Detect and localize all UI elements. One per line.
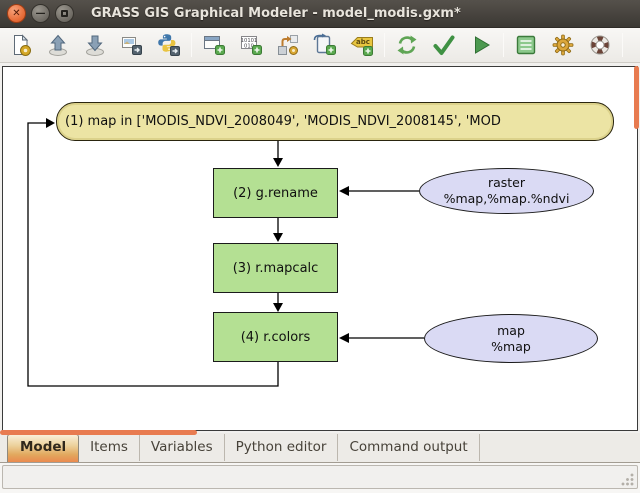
model-canvas[interactable]: (1) map in ['MODIS_NDVI_2008049', 'MODIS… xyxy=(2,66,638,431)
statusbar xyxy=(0,463,640,493)
toolbar-separator xyxy=(503,33,504,57)
horizontal-scrollbar-thumb[interactable] xyxy=(0,430,197,435)
add-comment-button[interactable]: abc xyxy=(349,32,375,59)
loop-node[interactable]: (1) map in ['MODIS_NDVI_2008049', 'MODIS… xyxy=(56,102,614,141)
add-command-icon xyxy=(204,36,225,55)
add-loop-icon xyxy=(313,33,336,55)
minimize-button[interactable]: — xyxy=(31,4,50,23)
load-model-icon xyxy=(49,34,67,56)
save-model-icon xyxy=(86,35,104,56)
define-relation-icon xyxy=(278,35,298,55)
validate-button[interactable] xyxy=(431,32,457,59)
maximize-icon xyxy=(61,10,68,17)
define-relation-button[interactable] xyxy=(275,32,301,59)
add-command-button[interactable] xyxy=(201,32,227,59)
close-button[interactable]: ✕ xyxy=(7,4,26,23)
status-field xyxy=(2,465,638,489)
binary-glyph-line2: 010 xyxy=(244,43,254,49)
data-node-map[interactable]: map %map xyxy=(424,314,598,363)
export-python-button[interactable] xyxy=(156,32,182,59)
model-properties-button[interactable] xyxy=(513,32,539,59)
data-node-raster[interactable]: raster %map,%map.%ndvi xyxy=(419,168,594,214)
data-node-label: raster xyxy=(487,175,526,191)
redraw-button[interactable] xyxy=(394,32,420,59)
add-loop-button[interactable] xyxy=(312,32,338,59)
run-button[interactable] xyxy=(468,32,494,59)
export-image-button[interactable] xyxy=(119,32,145,59)
add-comment-icon: abc xyxy=(350,37,373,56)
data-node-value: %map,%map.%ndvi xyxy=(443,191,570,206)
action-node-r-mapcalc[interactable]: (3) r.mapcalc xyxy=(213,243,338,293)
new-model-icon xyxy=(14,34,31,56)
vertical-scrollbar-thumb[interactable] xyxy=(634,66,639,129)
export-python-icon xyxy=(158,34,180,56)
add-data-button[interactable]: 10101 010 xyxy=(238,32,264,59)
toolbar-separator xyxy=(191,33,192,57)
binary-glyph-line1: 10101 xyxy=(241,38,258,44)
load-model-button[interactable] xyxy=(45,32,71,59)
maximize-button[interactable] xyxy=(55,4,74,23)
help-button[interactable] xyxy=(587,32,613,59)
canvas-area: (1) map in ['MODIS_NDVI_2008049', 'MODIS… xyxy=(0,63,640,433)
action-node-r-colors[interactable]: (4) r.colors xyxy=(213,312,338,362)
preferences-button[interactable] xyxy=(550,32,576,59)
toolbar-separator xyxy=(384,33,385,57)
redraw-icon xyxy=(397,35,417,55)
tab-python-editor[interactable]: Python editor xyxy=(225,434,339,461)
toolbar: 10101 010 xyxy=(0,28,640,63)
comment-glyph: abc xyxy=(356,38,370,46)
action-node-g-rename[interactable]: (2) g.rename xyxy=(213,168,338,218)
data-node-value: %map xyxy=(491,338,531,354)
tab-variables[interactable]: Variables xyxy=(140,434,225,461)
tab-command-output[interactable]: Command output xyxy=(338,434,480,461)
preferences-icon xyxy=(552,34,574,56)
export-image-icon xyxy=(122,37,142,55)
data-node-label: map xyxy=(497,322,525,338)
help-icon xyxy=(590,35,610,55)
tab-items[interactable]: Items xyxy=(79,434,140,461)
toolbar-separator xyxy=(622,33,623,57)
model-properties-icon xyxy=(516,35,536,55)
tabbar: Model Items Variables Python editor Comm… xyxy=(0,433,640,463)
add-data-icon: 10101 010 xyxy=(241,36,262,55)
new-model-button[interactable] xyxy=(8,32,34,59)
titlebar: ✕ — GRASS GIS Graphical Modeler - model_… xyxy=(0,0,640,28)
validate-icon xyxy=(433,35,455,55)
run-icon xyxy=(475,36,490,54)
window-title: GRASS GIS Graphical Modeler - model_modi… xyxy=(91,6,461,21)
save-model-button[interactable] xyxy=(82,32,108,59)
tab-model[interactable]: Model xyxy=(7,434,80,462)
resize-grip[interactable] xyxy=(620,472,634,486)
